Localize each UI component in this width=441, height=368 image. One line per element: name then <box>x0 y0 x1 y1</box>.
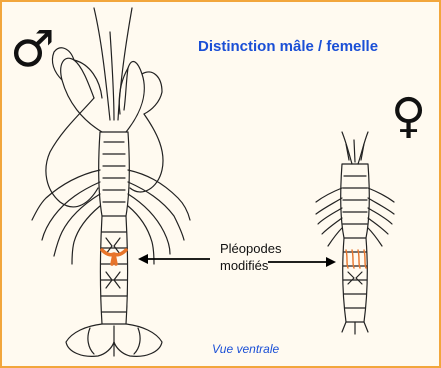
female-crayfish <box>316 132 394 334</box>
female-pleopods <box>346 250 366 268</box>
male-modified-pleopods <box>102 250 126 264</box>
male-crayfish <box>32 8 190 356</box>
diagram-title: Distinction mâle / femelle <box>198 38 378 55</box>
label-line-2: modifiés <box>220 257 281 274</box>
pleopodes-label: Pléopodes modifiés <box>220 240 281 274</box>
female-symbol: ♀ <box>391 92 426 140</box>
label-line-1: Pléopodes <box>220 240 281 257</box>
view-caption: Vue ventrale <box>212 342 279 356</box>
male-symbol: ♂ <box>10 24 55 74</box>
